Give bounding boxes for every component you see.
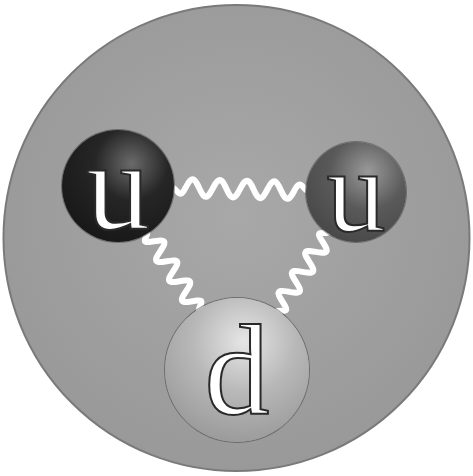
gluon-line	[276, 232, 329, 312]
quark-label: d	[205, 305, 270, 435]
proton-circle	[4, 5, 470, 471]
quark-circle: d	[165, 298, 309, 442]
quark-label: u	[86, 122, 150, 250]
gluon-line	[145, 231, 202, 311]
quark-circle: u	[306, 142, 406, 242]
quark-label: u	[327, 133, 386, 251]
gluon-line	[172, 179, 308, 199]
quark-circle: u	[62, 130, 174, 242]
